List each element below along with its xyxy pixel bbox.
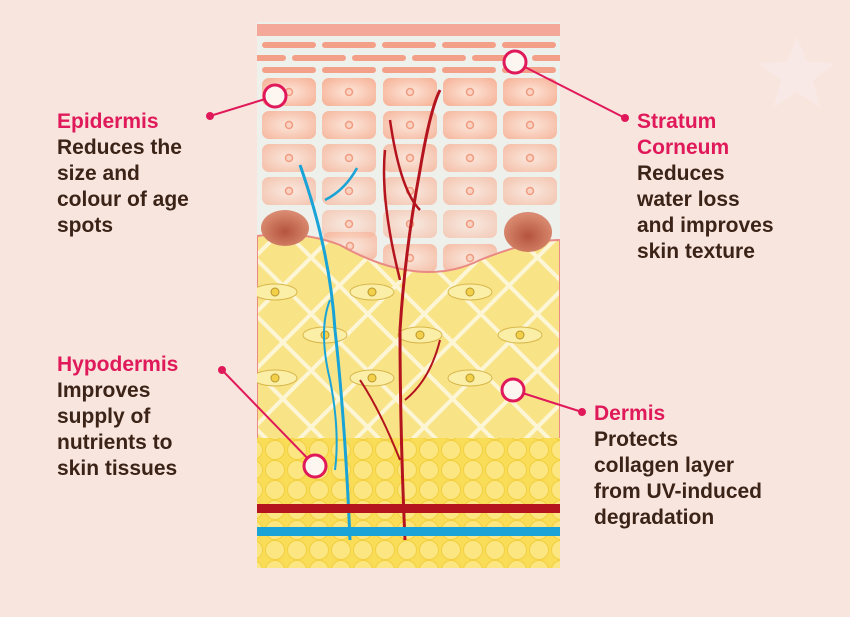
epidermis-cells	[262, 78, 557, 272]
stratum-corneum-title: Corneum	[637, 136, 730, 159]
stratum-corneum-label: Stratum Corneum Reduces water loss and i…	[637, 109, 774, 265]
label-line: skin tissues	[57, 457, 178, 480]
label-line: degradation	[594, 506, 715, 529]
callouts	[206, 49, 629, 479]
capillary-vein	[298, 164, 352, 541]
label-line: Reduces	[637, 162, 725, 185]
epidermis-label: Epidermis Reduces the size and colour of…	[57, 109, 189, 239]
label-line: nutrients to	[57, 431, 173, 454]
hypodermis-layer	[257, 438, 560, 568]
epidermis-title: Epidermis	[57, 110, 159, 133]
label-line: from UV-induced	[594, 480, 763, 503]
label-line: collagen layer	[594, 454, 735, 477]
age-spot	[504, 212, 552, 252]
skin-cross-section	[257, 22, 560, 568]
capillary-artery	[398, 89, 442, 541]
label-line: water loss	[637, 188, 740, 211]
label-line: colour of age	[57, 188, 189, 211]
label-line: spots	[57, 214, 114, 237]
label-line: and improves	[637, 214, 774, 237]
dermis-fibroblasts	[257, 283, 543, 387]
label-line: skin texture	[637, 240, 755, 263]
label-line: Improves	[57, 379, 151, 402]
artery	[257, 504, 560, 513]
stratum-corneum-cells	[257, 42, 560, 73]
surface-layer	[257, 24, 560, 36]
age-spot	[261, 210, 309, 246]
label-line: Protects	[594, 428, 679, 451]
hypodermis-label: Hypodermis Improves supply of nutrients …	[57, 352, 178, 482]
dermis-label: Dermis Protects collagen layer from UV-i…	[594, 401, 762, 531]
stratum-corneum-title: Stratum	[637, 110, 717, 133]
label-line: Reduces the	[57, 136, 182, 159]
label-line: size and	[57, 162, 140, 185]
dermis-title: Dermis	[594, 402, 666, 425]
star-icon	[758, 36, 836, 108]
vein	[257, 527, 560, 536]
hypodermis-title: Hypodermis	[57, 353, 179, 376]
label-line: supply of	[57, 405, 151, 428]
